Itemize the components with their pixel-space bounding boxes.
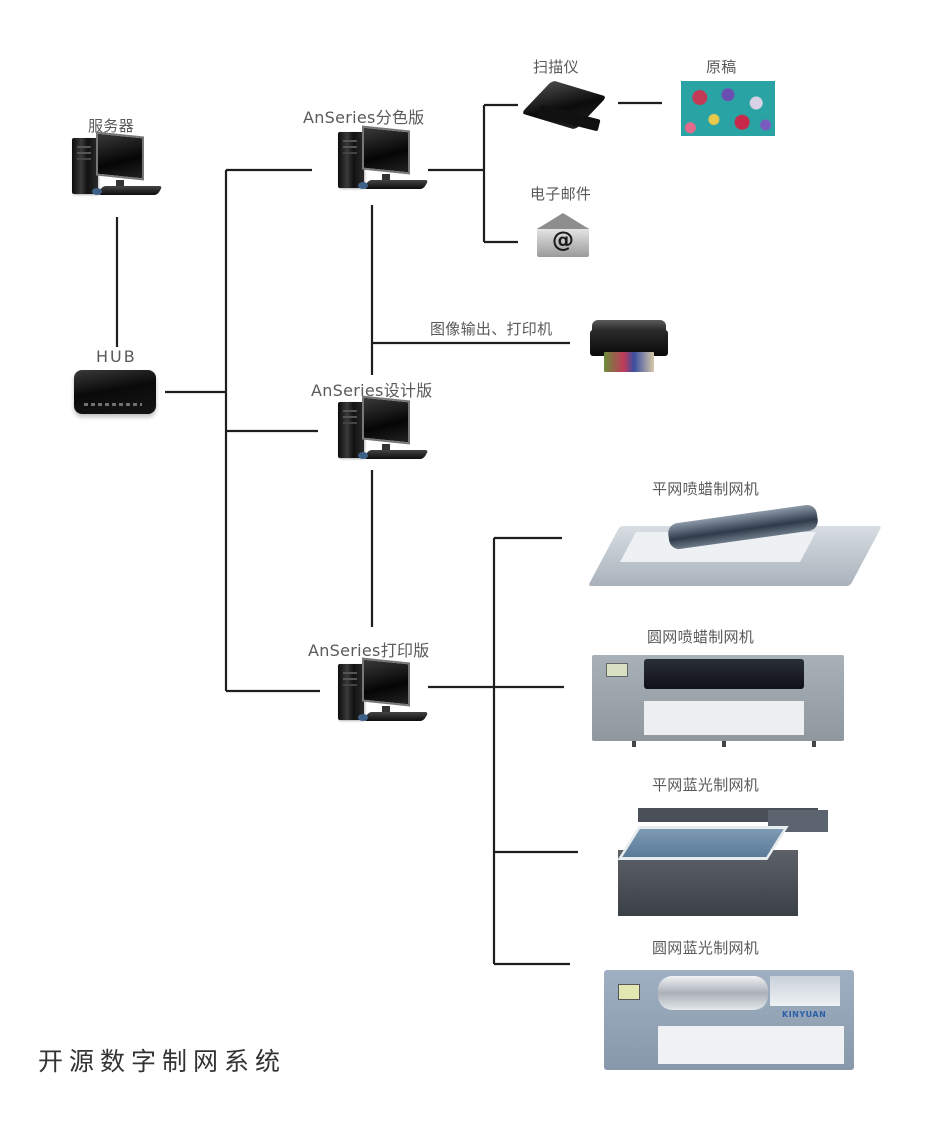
floral-fabric-image — [681, 81, 775, 136]
flat-wax-label: 平网喷蜡制网机 — [652, 480, 760, 498]
rotary-screen-bluelight-engraver-image[interactable]: KINYUAN — [604, 962, 854, 1078]
server-computer-icon[interactable] — [68, 131, 164, 202]
machine-brand-label: KINYUAN — [782, 1010, 827, 1019]
email-label: 电子邮件 — [530, 185, 592, 203]
design-workstation-icon[interactable] — [334, 395, 430, 466]
inkjet-printer-icon[interactable] — [590, 320, 668, 376]
print-workstation-icon[interactable] — [334, 657, 430, 728]
at-sign-icon: @ — [552, 228, 574, 253]
flat-screen-bluelight-engraver-image[interactable] — [598, 800, 828, 920]
round-blue-label: 圆网蓝光制网机 — [652, 939, 760, 957]
email-envelope-icon[interactable]: @ — [535, 213, 591, 257]
flat-screen-wax-engraver-image[interactable] — [588, 503, 882, 594]
diagram-title: 开源数字制网系统 — [38, 1047, 287, 1076]
flat-blue-label: 平网蓝光制网机 — [652, 776, 760, 794]
hub-label: HUB — [96, 347, 137, 366]
printer-label: 图像输出、打印机 — [430, 320, 553, 338]
design-label: AnSeries设计版 — [311, 381, 433, 400]
original-label: 原稿 — [706, 58, 737, 76]
server-label: 服务器 — [88, 117, 134, 135]
scanner-label: 扫描仪 — [533, 58, 579, 76]
separation-label: AnSeries分色版 — [303, 108, 425, 127]
round-wax-label: 圆网喷蜡制网机 — [647, 628, 755, 646]
print-label: AnSeries打印版 — [308, 641, 430, 660]
scanner-icon[interactable] — [521, 80, 607, 132]
rotary-screen-wax-engraver-image[interactable] — [592, 655, 844, 747]
separation-workstation-icon[interactable] — [334, 125, 430, 196]
network-hub-icon[interactable] — [74, 370, 156, 414]
